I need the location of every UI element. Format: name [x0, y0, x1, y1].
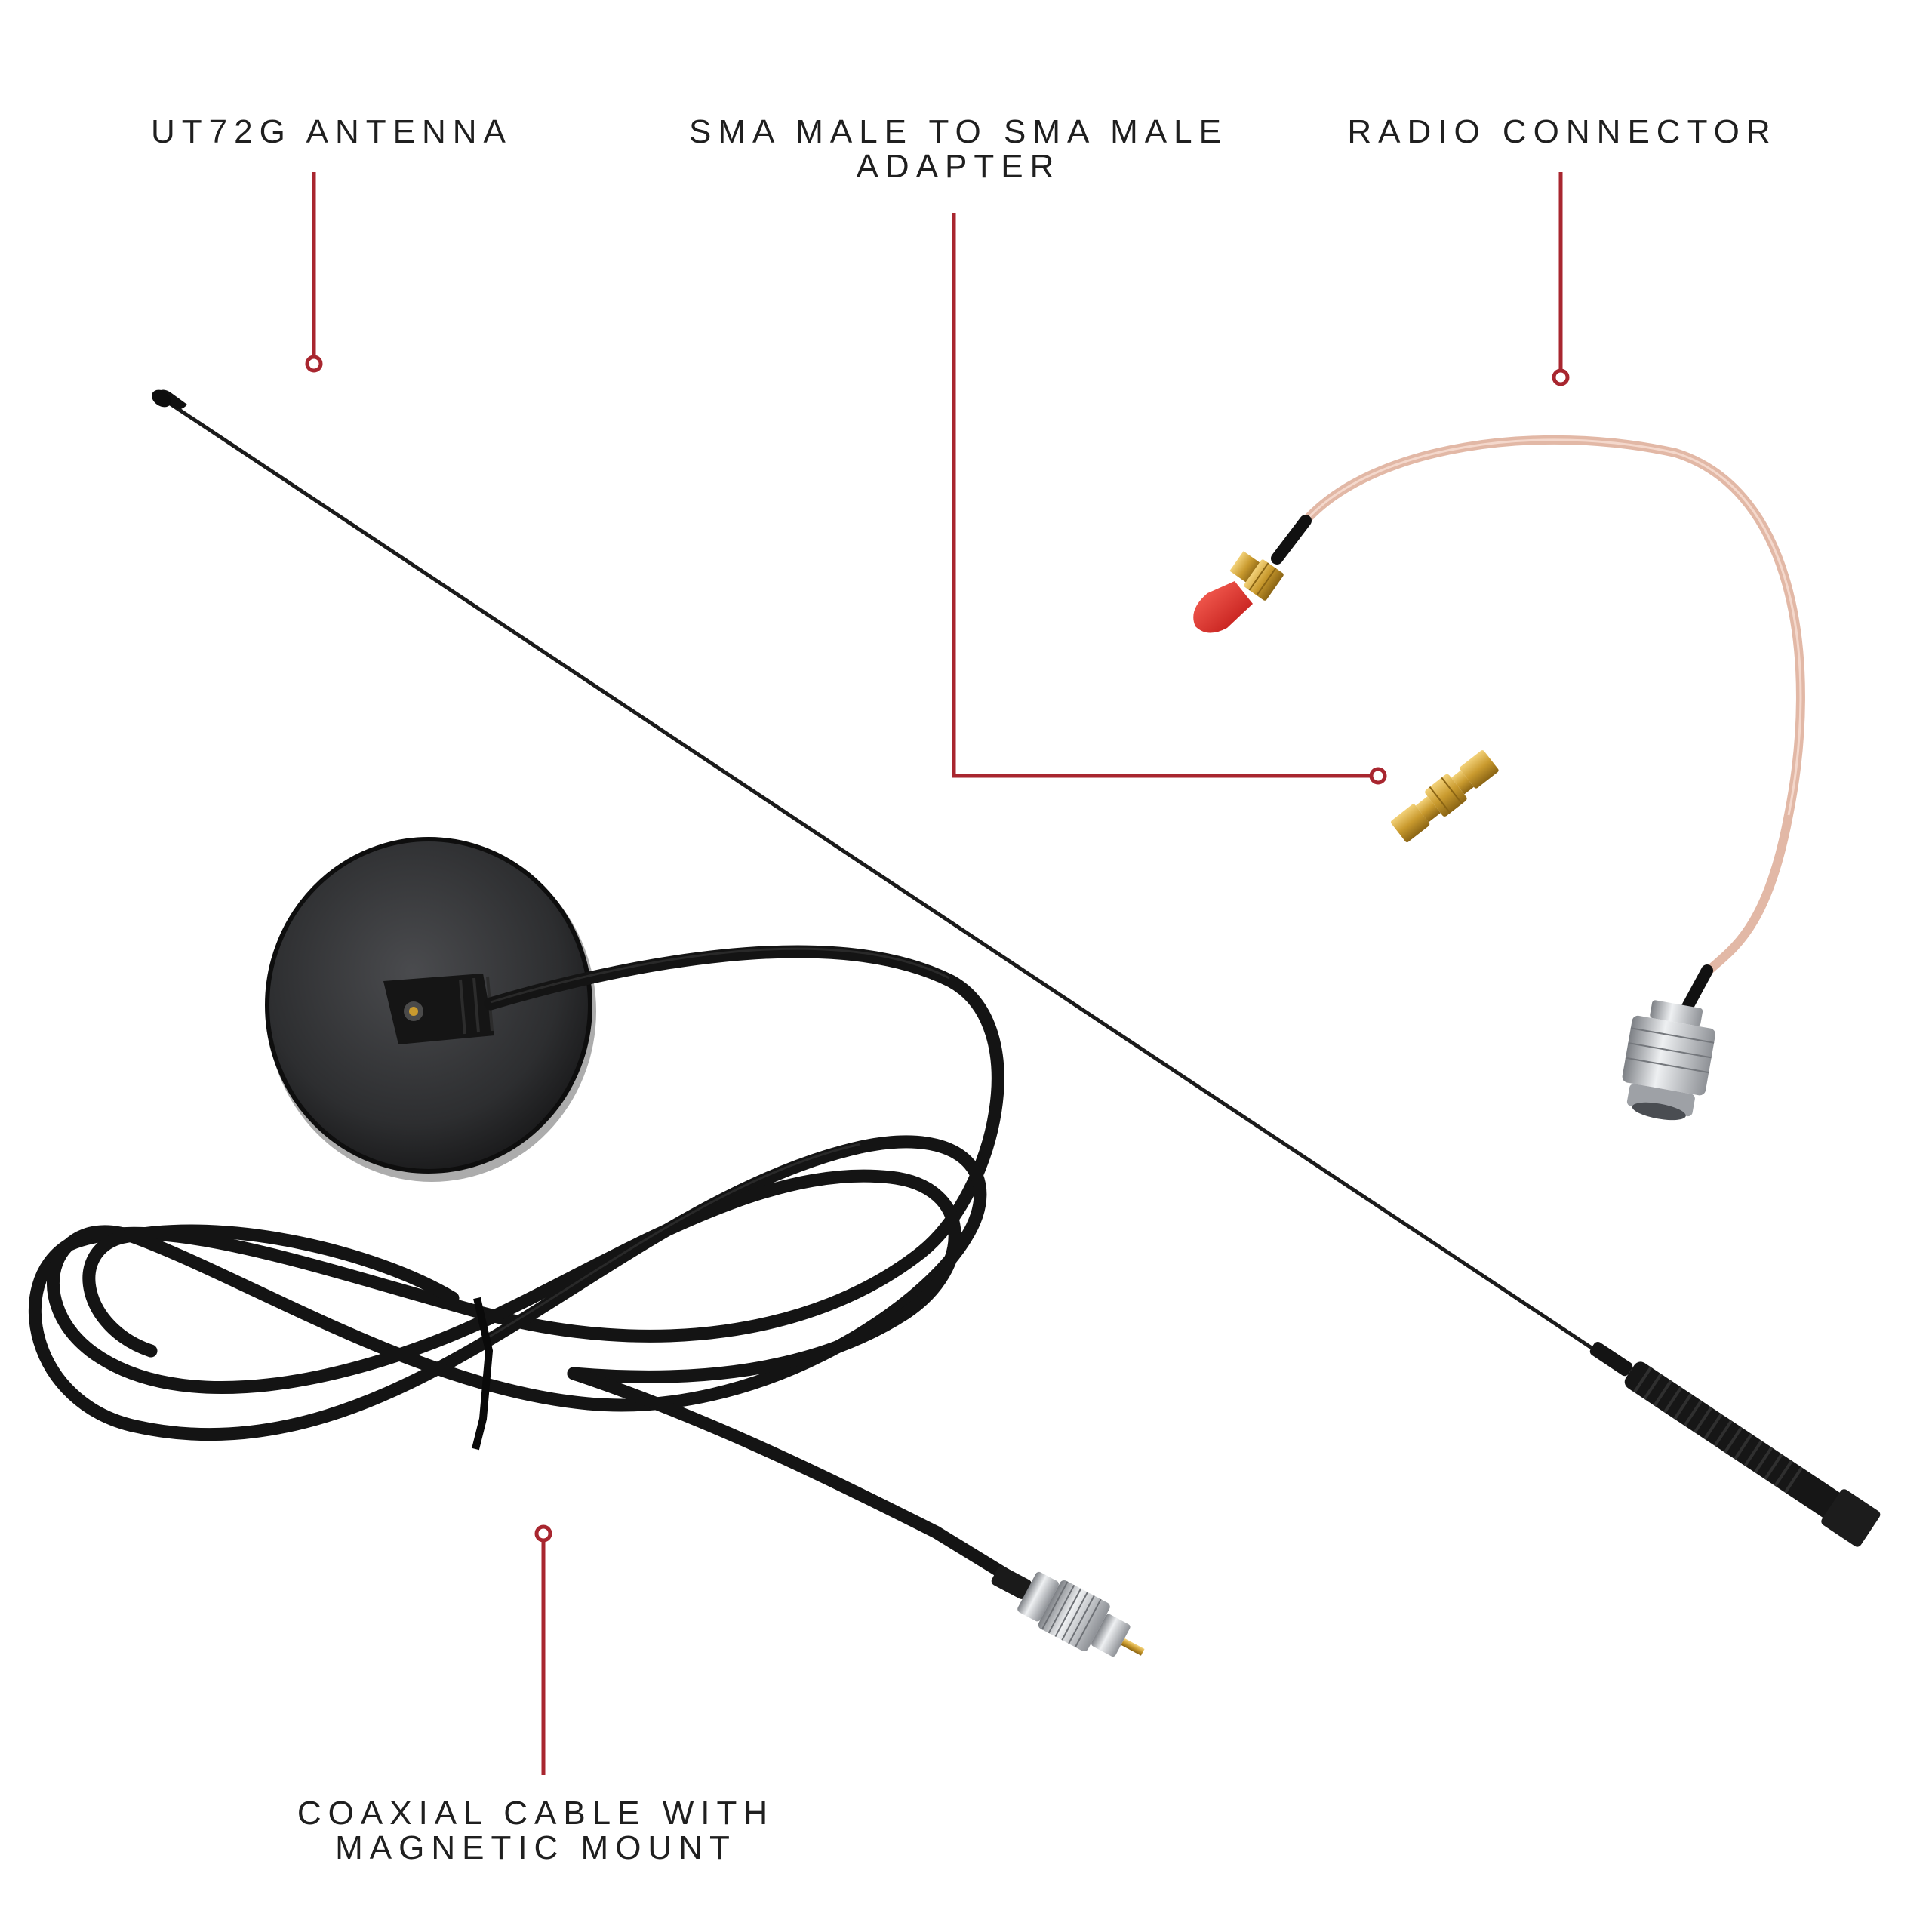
callout-lines — [312, 172, 1563, 1775]
callout-dot-antenna — [305, 355, 323, 373]
callout-dot-adapter — [1369, 767, 1387, 785]
label-antenna-line1: UT72G ANTENNA — [151, 113, 512, 150]
pl259-plug — [991, 1565, 1145, 1657]
label-coax-line1: COAXIAL CABLE WITH — [297, 1795, 775, 1832]
cable-tie — [472, 1297, 494, 1451]
sma-adapter — [1390, 750, 1499, 843]
label-adapter-line1: SMA MALE TO SMA MALE — [689, 113, 1228, 150]
callout-dot-coax — [534, 1524, 552, 1543]
label-coax: COAXIAL CABLE WITH MAGNETIC MOUNT — [272, 1796, 800, 1866]
label-radio-connector: RADIO CONNECTOR — [1328, 115, 1796, 149]
label-coax-line2: MAGNETIC MOUNT — [335, 1829, 737, 1866]
label-adapter: SMA MALE TO SMA MALE ADAPTER — [664, 115, 1253, 184]
label-adapter-line2: ADAPTER — [856, 148, 1061, 185]
radio-connector — [1193, 435, 1805, 1121]
label-radio-connector-line1: RADIO CONNECTOR — [1347, 113, 1777, 150]
label-antenna: UT72G ANTENNA — [151, 113, 512, 150]
callout-line-adapter — [952, 213, 1371, 778]
magnetic-mount — [265, 837, 596, 1182]
callout-dots — [305, 355, 1570, 1543]
ut72g-antenna — [152, 389, 1881, 1547]
coax-cable — [28, 945, 1017, 1584]
callout-dot-radio-connector — [1552, 368, 1570, 386]
